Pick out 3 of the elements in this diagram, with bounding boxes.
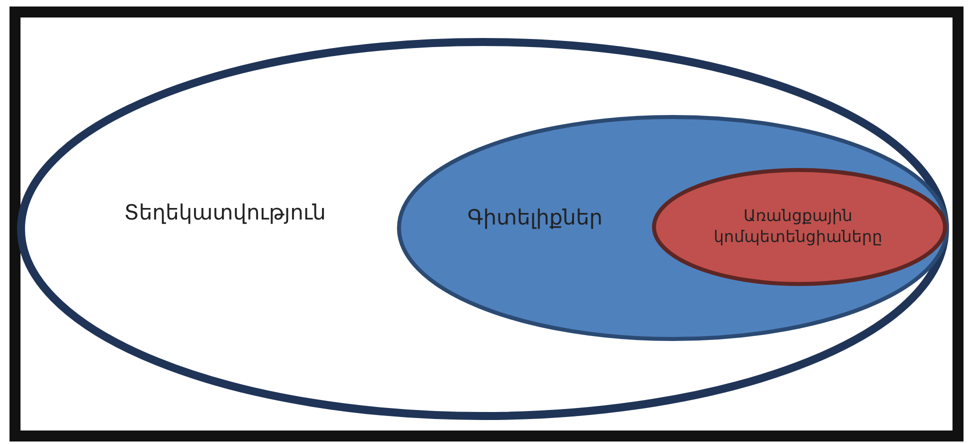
ellipse-label: Գիտելիքներ (466, 204, 604, 232)
ellipse-label: Տեղեկատվություն (123, 199, 327, 226)
ellipse-label: Առանցքային կոմպետենցիաները (712, 206, 884, 248)
